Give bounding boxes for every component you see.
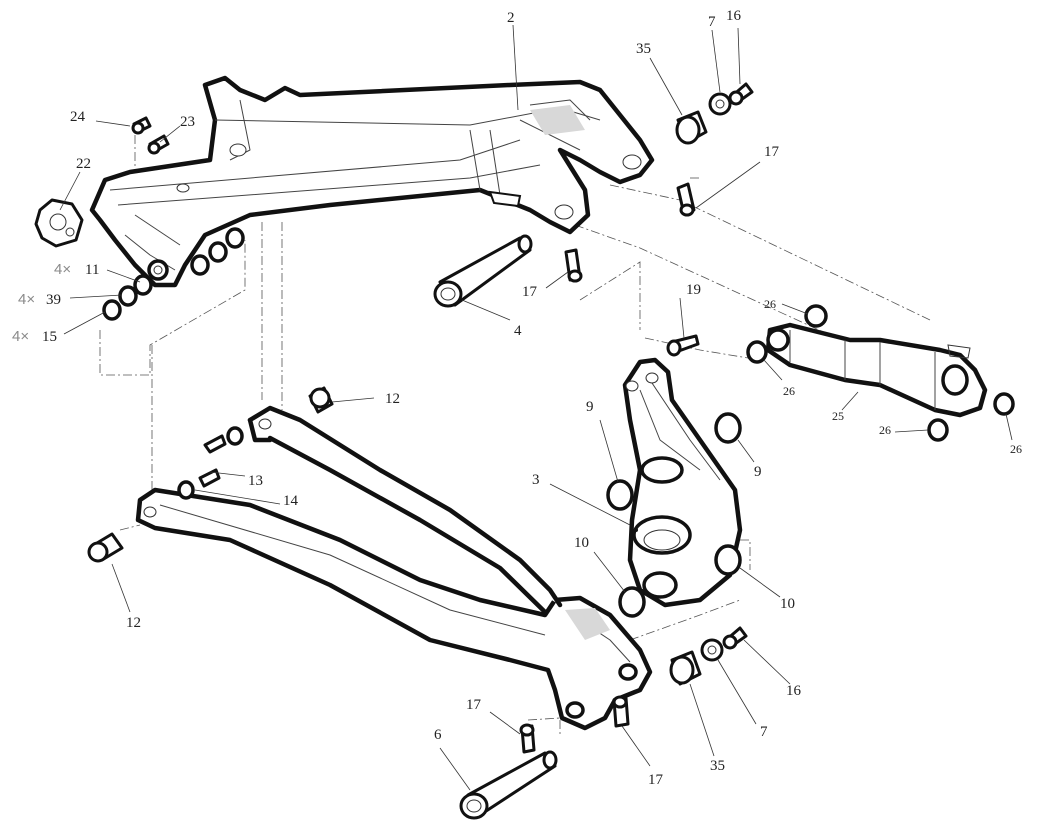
callout-7: 7 bbox=[760, 724, 768, 740]
rear-shock bbox=[765, 322, 988, 418]
callout-35: 35 bbox=[636, 41, 651, 57]
callout-26: 26 bbox=[764, 297, 776, 311]
callout-23: 23 bbox=[180, 114, 195, 130]
callout-17: 17 bbox=[648, 772, 664, 788]
callout-19: 19 bbox=[686, 282, 701, 298]
callout-16: 16 bbox=[726, 8, 742, 24]
callout-16: 16 bbox=[786, 683, 802, 699]
quantity-39: 4× bbox=[18, 291, 35, 308]
hardware bbox=[34, 82, 1015, 754]
callout-9: 9 bbox=[754, 464, 762, 480]
quantity-11: 4× bbox=[54, 261, 71, 278]
callout-7: 7 bbox=[708, 14, 716, 30]
callout-39: 39 bbox=[46, 292, 61, 308]
callout-10: 10 bbox=[574, 535, 589, 551]
swing-arm bbox=[135, 405, 653, 731]
callout-14: 14 bbox=[283, 493, 299, 509]
callout-10: 10 bbox=[780, 596, 795, 612]
callout-13: 13 bbox=[248, 473, 263, 489]
leader-lines bbox=[59, 24, 1013, 791]
callout-35: 35 bbox=[710, 758, 725, 774]
callout-22: 22 bbox=[76, 156, 91, 172]
callout-4: 4 bbox=[514, 323, 522, 339]
callout-11: 11 bbox=[85, 262, 99, 278]
callout-26: 26 bbox=[783, 384, 795, 398]
pivot-axle-6 bbox=[459, 750, 558, 820]
pivot-axle-4 bbox=[433, 234, 533, 308]
callout-3: 3 bbox=[532, 472, 540, 488]
callout-17: 17 bbox=[466, 697, 482, 713]
callout-6: 6 bbox=[434, 727, 442, 743]
callout-2: 2 bbox=[507, 10, 515, 26]
callout-labels: 2 35 7 16 17 24 23 22 11 39 15 17 4 19 2… bbox=[42, 8, 1022, 788]
callout-26: 26 bbox=[879, 423, 891, 437]
callout-17: 17 bbox=[522, 284, 538, 300]
callout-25: 25 bbox=[832, 409, 844, 423]
callout-24: 24 bbox=[70, 109, 86, 125]
main-frame bbox=[89, 75, 655, 288]
callout-15: 15 bbox=[42, 329, 57, 345]
callout-12: 12 bbox=[126, 615, 141, 631]
callout-26: 26 bbox=[1010, 442, 1022, 456]
callout-9: 9 bbox=[586, 399, 594, 415]
quantity-15: 4× bbox=[12, 328, 29, 345]
quantity-labels: 4× 4× 4× bbox=[12, 261, 71, 345]
callout-12: 12 bbox=[385, 391, 400, 407]
callout-17: 17 bbox=[764, 144, 780, 160]
